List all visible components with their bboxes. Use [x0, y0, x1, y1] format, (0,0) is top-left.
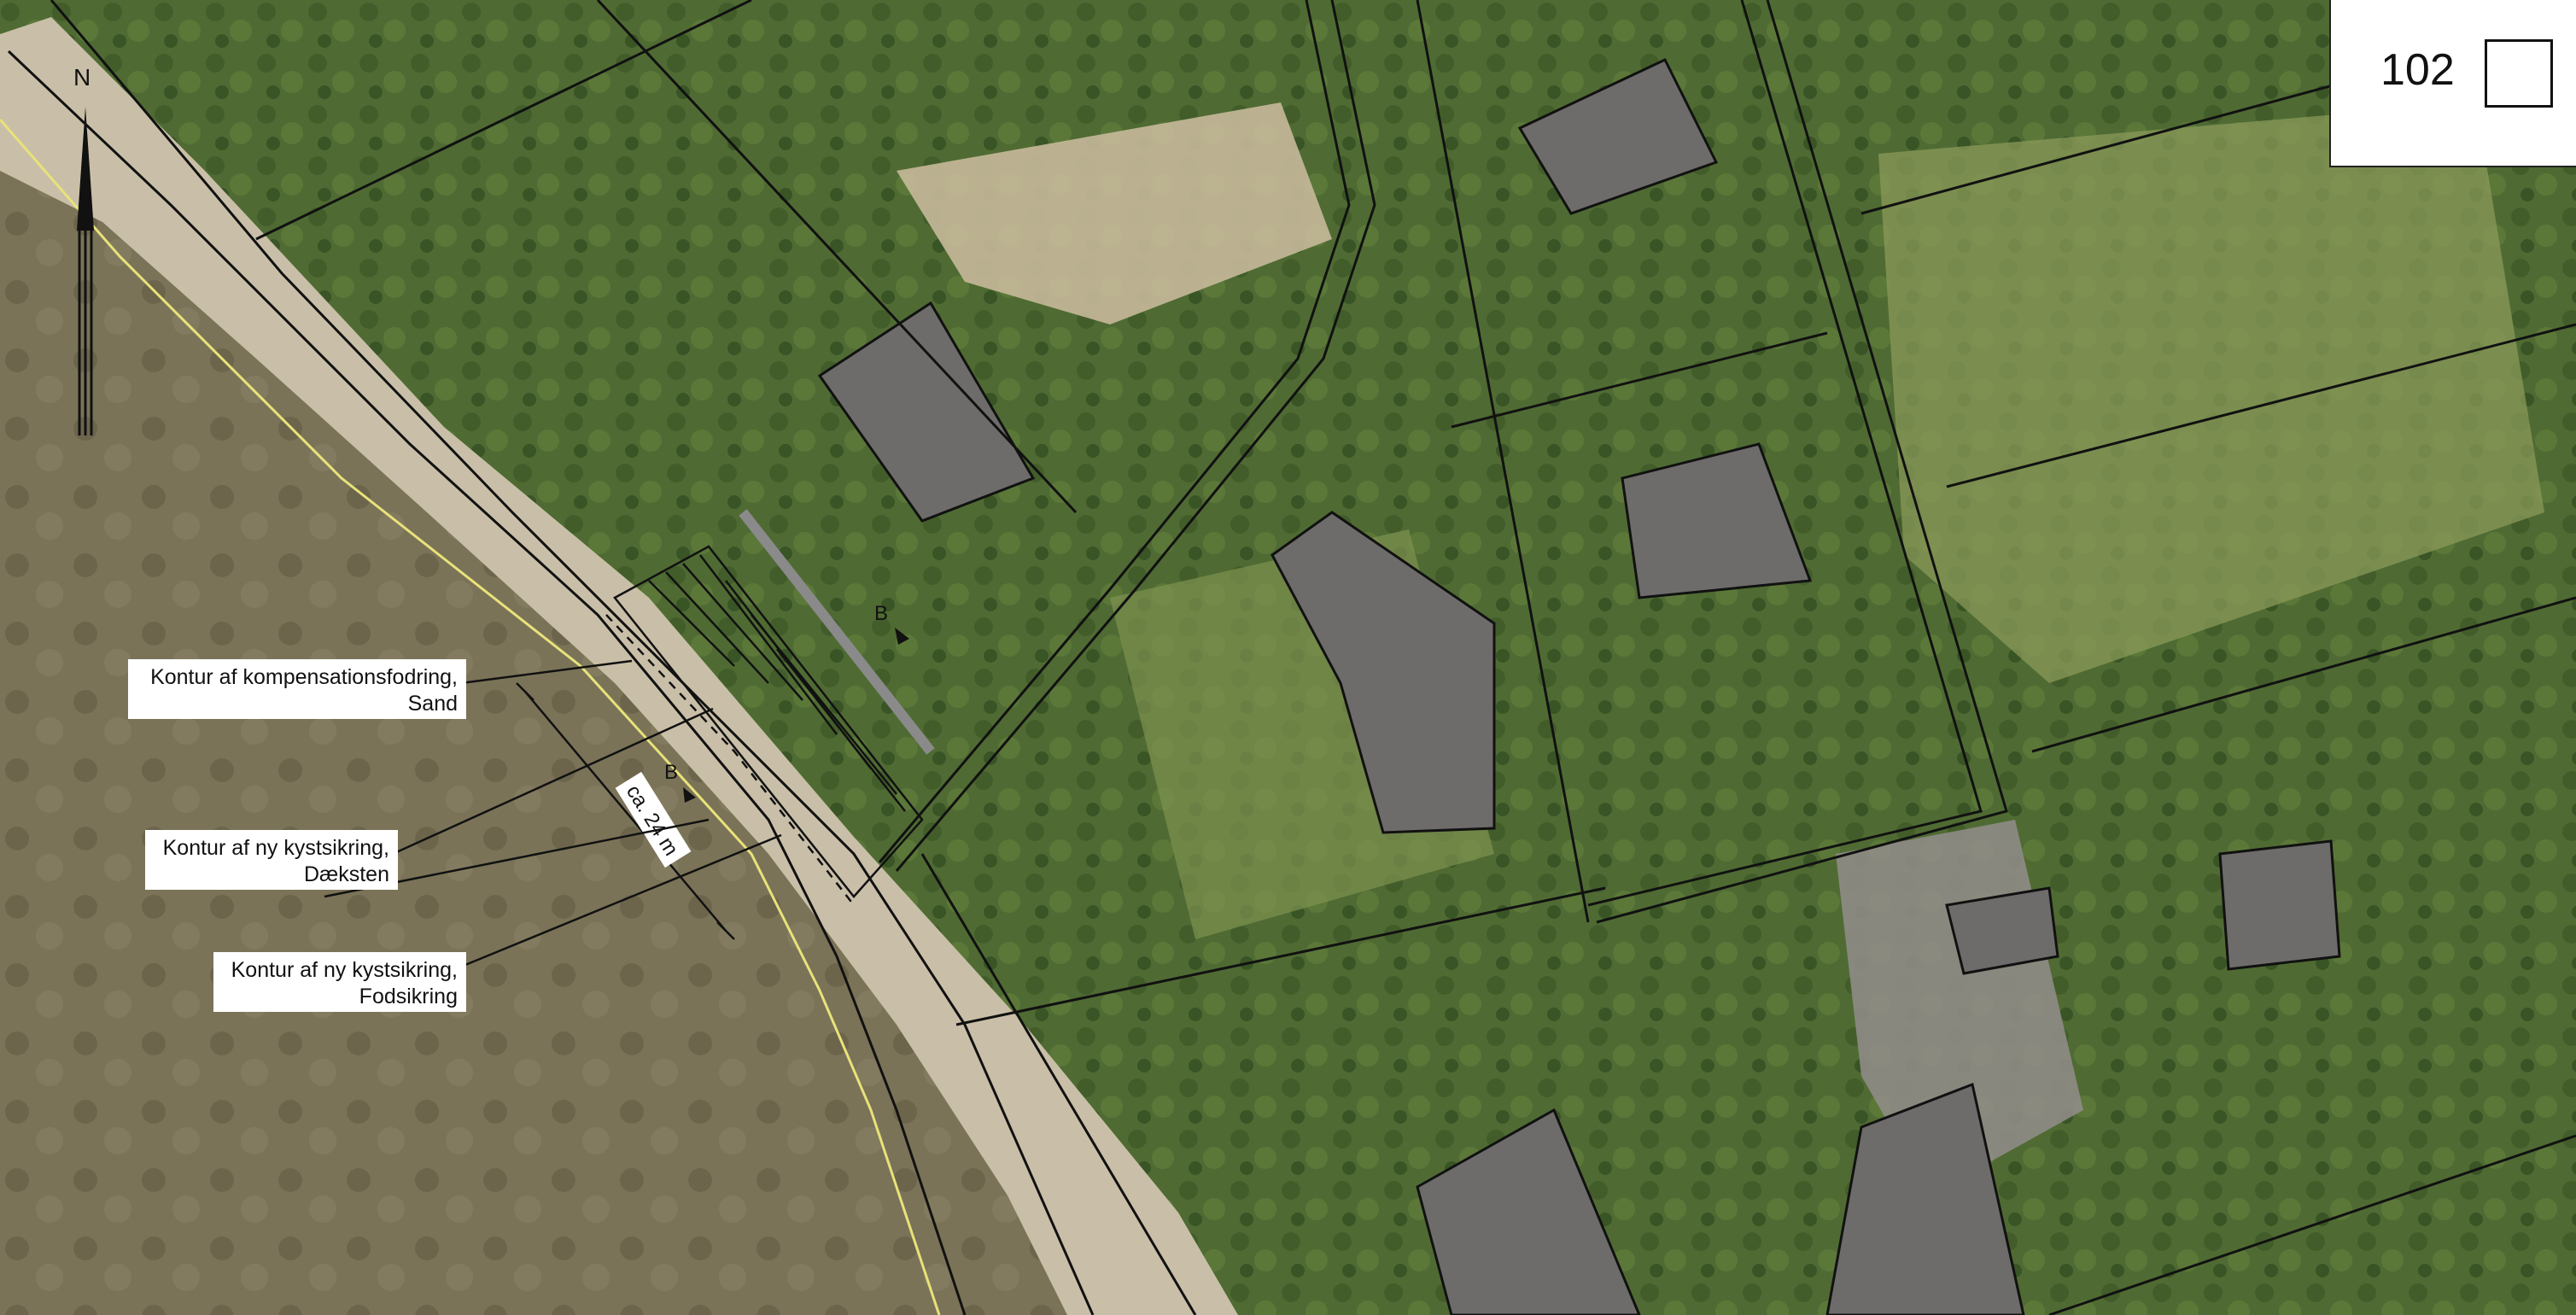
coast-lines: [0, 0, 1095, 1315]
protection-outline: [613, 545, 924, 898]
sheet-number-box: 102: [2329, 0, 2576, 167]
property-line: [1416, 0, 1590, 923]
building: [1270, 511, 1496, 834]
coast-line: [50, 0, 1095, 1315]
building: [1825, 1082, 2025, 1315]
building: [817, 301, 1036, 523]
protection-contour-dashed: [605, 614, 855, 906]
building: [1945, 886, 2059, 975]
label-compensation-sand: Kontur af kompensationsfodring, Sand: [128, 659, 466, 719]
building: [2218, 839, 2341, 971]
north-arrow: N: [73, 64, 94, 435]
north-arrow-letter: N: [73, 64, 91, 91]
dimension-line: [524, 691, 727, 932]
section-marker: B: [664, 761, 696, 803]
buildings: [817, 58, 2341, 1315]
label-line-1: Kontur af kompensationsfodring,: [150, 665, 458, 689]
water-area: [0, 171, 1067, 1315]
label-line-1: Kontur af ny kystsikring,: [231, 958, 458, 982]
property-line: [596, 0, 1078, 514]
property-line: [1946, 323, 2576, 488]
property-line: [2031, 596, 2576, 753]
sheet-checkbox[interactable]: [2485, 39, 2553, 108]
property-line: [920, 853, 1197, 1315]
label-coastal-protection-armour: Kontur af ny kystsikring, Dæksten: [145, 830, 398, 890]
sand-area: [897, 102, 1332, 324]
road-edge: [878, 0, 1351, 863]
coastal-protection: [605, 545, 924, 906]
coast-line: [7, 50, 967, 1315]
label-line-2: Fodsikring: [359, 985, 458, 1008]
beach-area: [0, 17, 1238, 1315]
road-edge: [1596, 0, 2008, 924]
north-arrow-icon: [77, 107, 94, 231]
property-line: [955, 886, 1606, 1026]
property-line: [255, 0, 752, 241]
label-coastal-protection-toe: Kontur af ny kystsikring, Fodsikring: [213, 952, 466, 1012]
existing-structure: [739, 509, 935, 755]
property-line: [2048, 1134, 2576, 1315]
lawn-area: [1878, 102, 2544, 683]
building: [1416, 1108, 1641, 1315]
section-letter: B: [664, 761, 678, 784]
road-edge: [1587, 0, 1983, 907]
sheet-number: 102: [2380, 45, 2455, 95]
label-line-2: Sand: [407, 692, 458, 716]
label-line-2: Dæksten: [303, 862, 389, 886]
property-line: [1451, 331, 1828, 429]
section-letter: B: [874, 602, 888, 625]
section-marker: B: [874, 602, 909, 645]
building: [1621, 442, 1813, 599]
building: [1517, 58, 1719, 215]
coast-line-yellow: [0, 119, 941, 1315]
road-edge: [895, 0, 1376, 872]
label-line-1: Kontur af ny kystsikring,: [162, 836, 389, 860]
